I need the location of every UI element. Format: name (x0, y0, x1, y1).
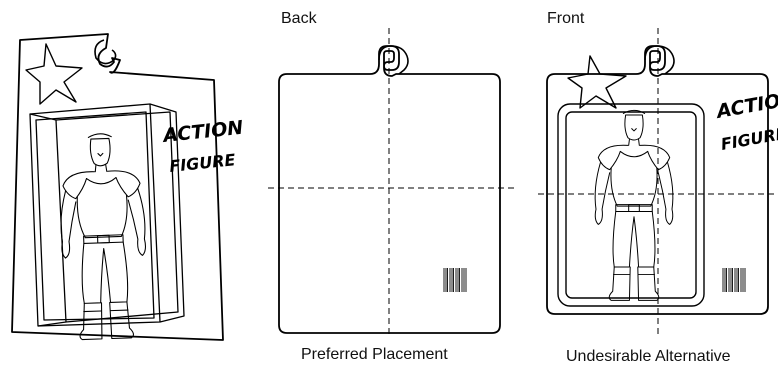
front-label: Front (547, 10, 585, 27)
tilted-blister (29, 103, 185, 327)
undesirable-alternative-caption: Undesirable Alternative (566, 348, 731, 365)
tilted-package-illustration: ACTION FIGURE (11, 33, 244, 341)
front-blister (557, 103, 705, 307)
back-hang-tab (378, 45, 409, 75)
front-title-line2: FIGURE (719, 124, 778, 154)
tilted-hang-hook (94, 39, 117, 65)
tilted-title-line2: FIGURE (168, 150, 236, 176)
front-hang-tab (644, 45, 675, 75)
preferred-placement-caption: Preferred Placement (301, 346, 448, 363)
front-star (567, 55, 627, 109)
tilted-title-line1: ACTION (160, 117, 244, 147)
back-card (268, 28, 516, 336)
front-card: ACTION FIGURE (538, 28, 778, 334)
back-label: Back (281, 10, 317, 27)
tilted-card-outline (11, 33, 224, 341)
tilted-star (25, 43, 83, 105)
